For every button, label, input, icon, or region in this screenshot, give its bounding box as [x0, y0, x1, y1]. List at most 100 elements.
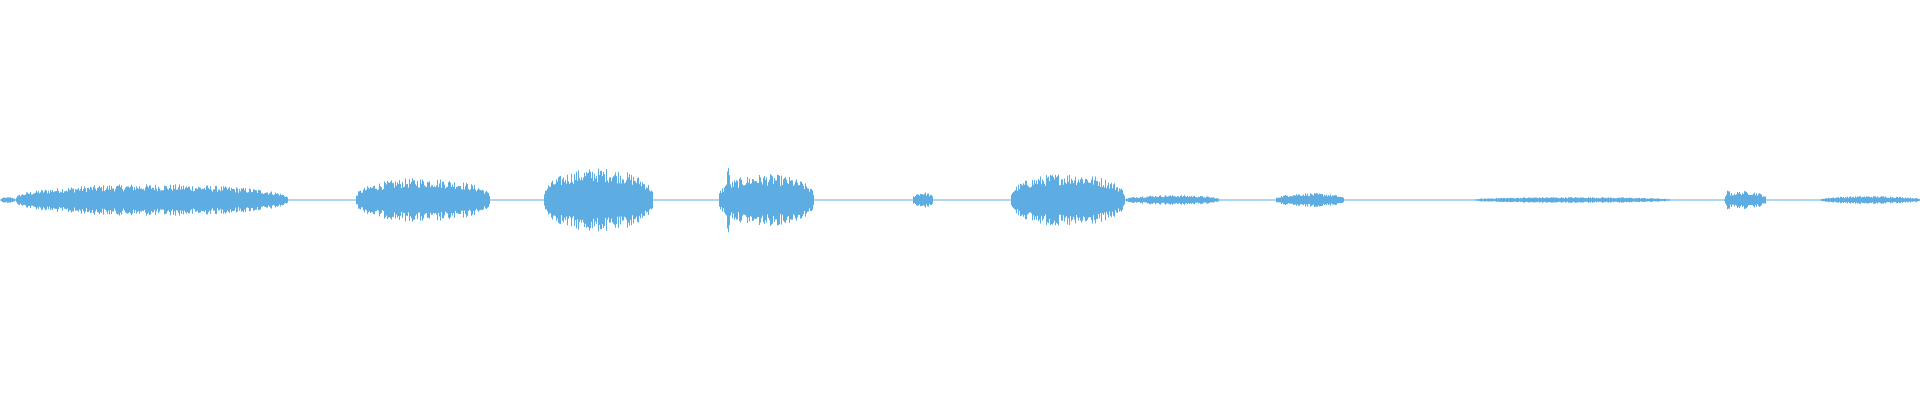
waveform-sample — [1459, 199, 1460, 201]
waveform-sample — [669, 199, 670, 201]
waveform-sample — [1786, 199, 1787, 201]
waveform-sample — [1004, 199, 1005, 201]
waveform-sample — [1297, 195, 1298, 205]
waveform-sample — [1139, 197, 1140, 203]
waveform-sample — [382, 189, 383, 211]
waveform-sample — [493, 199, 494, 201]
waveform-sample — [869, 199, 870, 201]
waveform-sample — [86, 192, 87, 208]
waveform-sample — [378, 189, 379, 211]
waveform-sample — [1235, 199, 1236, 201]
waveform-sample — [1253, 199, 1254, 201]
waveform-sample — [536, 199, 537, 201]
waveform-sample — [1803, 199, 1804, 201]
waveform-sample — [102, 191, 103, 209]
waveform-sample — [19, 194, 20, 205]
waveform-sample — [582, 180, 583, 220]
waveform-sample — [500, 199, 501, 201]
waveform-sample — [1731, 193, 1732, 207]
waveform-sample — [1221, 199, 1222, 201]
waveform-sample — [335, 199, 336, 201]
waveform-sample — [887, 199, 888, 201]
waveform-sample — [215, 186, 216, 214]
waveform-sample — [1249, 199, 1250, 201]
waveform-sample — [1333, 195, 1334, 205]
waveform-sample — [952, 199, 953, 201]
waveform-sample — [1019, 189, 1020, 211]
waveform-sample — [1830, 198, 1831, 202]
waveform-sample — [1363, 199, 1364, 201]
waveform-sample — [9, 197, 10, 203]
waveform-sample — [76, 189, 77, 211]
waveform-sample — [336, 199, 337, 201]
waveform-sample — [50, 190, 51, 210]
waveform-sample — [1613, 197, 1614, 203]
waveform-sample — [1071, 178, 1072, 222]
waveform-sample — [1749, 194, 1750, 206]
waveform-sample — [1229, 199, 1230, 201]
waveform-sample — [1330, 194, 1331, 206]
waveform-sample — [1017, 190, 1018, 210]
waveform-sample — [684, 199, 685, 201]
waveform-sample — [73, 188, 74, 212]
waveform-sample — [624, 183, 625, 217]
waveform-sample — [719, 193, 720, 207]
waveform-sample — [1598, 197, 1599, 203]
waveform-sample — [896, 199, 897, 201]
waveform-sample — [1421, 199, 1422, 201]
waveform-sample — [1762, 196, 1763, 204]
waveform-sample — [533, 199, 534, 201]
waveform-sample — [1728, 191, 1729, 209]
waveform-sample — [1705, 199, 1706, 201]
waveform-sample — [1028, 186, 1029, 214]
waveform-sample — [558, 177, 559, 223]
waveform-sample — [1335, 195, 1336, 205]
waveform-sample — [1372, 199, 1373, 201]
waveform-sample — [1769, 199, 1770, 201]
waveform-sample — [1902, 197, 1903, 203]
waveform-sample — [1159, 195, 1160, 205]
waveform-sample — [1864, 196, 1865, 204]
waveform-sample — [1454, 199, 1455, 201]
waveform-sample — [442, 181, 443, 219]
waveform-sample — [1891, 197, 1892, 203]
waveform-sample — [1826, 198, 1827, 202]
waveform-sample — [204, 187, 205, 213]
waveform-sample — [911, 199, 912, 201]
waveform-sample — [1040, 176, 1041, 224]
waveform-sample — [940, 199, 941, 201]
waveform-sample — [299, 199, 300, 201]
waveform-sample — [1605, 197, 1606, 203]
waveform-sample — [906, 199, 907, 201]
waveform-sample — [1917, 198, 1918, 202]
waveform-sample — [1027, 185, 1028, 215]
waveform-sample — [1878, 197, 1879, 203]
waveform-sample — [1096, 181, 1097, 219]
waveform-sample — [1565, 197, 1566, 203]
waveform-sample — [1564, 198, 1565, 202]
waveform-sample — [622, 179, 623, 221]
waveform-sample — [617, 183, 618, 217]
waveform-sample — [509, 199, 510, 201]
waveform-sample — [1340, 196, 1341, 204]
waveform-sample — [1844, 198, 1845, 202]
waveform-sample — [1566, 197, 1567, 203]
waveform-sample — [1134, 197, 1135, 203]
waveform-sample — [1608, 197, 1609, 203]
waveform-sample — [1756, 193, 1757, 207]
waveform-sample — [1390, 199, 1391, 201]
waveform-sample — [1204, 197, 1205, 203]
waveform-sample — [1883, 196, 1884, 204]
waveform-sample — [115, 189, 116, 211]
waveform-sample — [1392, 199, 1393, 201]
waveform-sample — [541, 199, 542, 201]
waveform-sample — [849, 199, 850, 201]
waveform-sample — [1303, 194, 1304, 206]
waveform-sample — [1352, 199, 1353, 201]
waveform-sample — [1596, 197, 1597, 203]
waveform-sample — [1402, 199, 1403, 201]
waveform-sample — [26, 192, 27, 208]
waveform-sample — [1285, 194, 1286, 205]
